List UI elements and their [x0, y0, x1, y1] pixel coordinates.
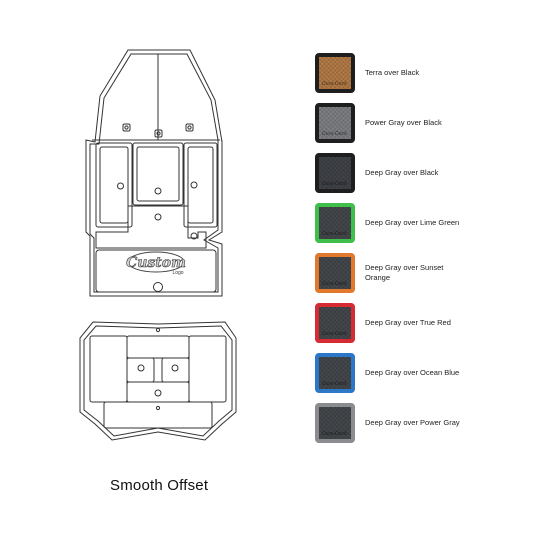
rear-pad-right-panel: [188, 335, 227, 403]
brand-mark: Dura-Deck: [322, 381, 347, 387]
front-pad-left-panel: [95, 142, 133, 228]
swatch-row: Dura-Deck Power Gray over Black: [312, 100, 527, 146]
front-pad-logo-plate: [95, 249, 217, 293]
brand-mark: Dura-Deck: [322, 81, 347, 87]
swatch-row: Dura-Deck Terra over Black: [312, 50, 527, 96]
swatch-row: Dura-Deck Deep Gray over Black: [312, 150, 527, 196]
rear-pad-bottom-panel: [103, 401, 213, 429]
brand-mark: Dura-Deck: [322, 231, 347, 237]
color-swatch: Dura-Deck: [315, 403, 355, 443]
swatch-row: Dura-Deck Deep Gray over True Red: [312, 300, 527, 346]
rear-pad-inner-line: [83, 325, 233, 437]
rear-pad-center-left-box: [126, 357, 155, 383]
swatch-row: Dura-Deck Deep Gray over Ocean Blue: [312, 350, 527, 396]
rear-pad-left-panel: [89, 335, 128, 403]
front-pad-center-panel: [132, 142, 184, 206]
rear-pad-outline: [79, 321, 237, 441]
color-swatch: Dura-Deck: [315, 203, 355, 243]
brand-mark: Dura-Deck: [322, 431, 347, 437]
brand-mark: Dura-Deck: [322, 331, 347, 337]
color-swatch: Dura-Deck: [315, 103, 355, 143]
front-pad-left-inner: [99, 146, 129, 224]
swatch-row: Dura-Deck Deep Gray over Power Gray: [312, 400, 527, 446]
front-pad-lower-panel: [95, 205, 207, 249]
brand-mark: Dura-Deck: [322, 181, 347, 187]
swatch-label: Deep Gray over Power Gray: [365, 418, 460, 427]
swatch-row: Dura-Deck Deep Gray over Lime Green: [312, 200, 527, 246]
rear-pad-center-right-box: [161, 357, 190, 383]
brand-mark: Dura-Deck: [322, 131, 347, 137]
color-swatch: Dura-Deck: [315, 353, 355, 393]
brand-mark: Dura-Deck: [322, 281, 347, 287]
swatch-label: Deep Gray over Sunset Orange: [365, 263, 444, 282]
custom-logo-text: Custom: [126, 255, 186, 271]
rear-pad-holes: [137, 327, 179, 411]
swatch-label: Deep Gray over True Red: [365, 318, 451, 327]
rear-pad-top-center-panel: [126, 335, 190, 359]
color-swatch: Dura-Deck: [315, 153, 355, 193]
front-pad-right-inner: [187, 146, 214, 224]
swatch-label: Deep Gray over Ocean Blue: [365, 368, 460, 377]
color-swatch: Dura-Deck: [315, 253, 355, 293]
front-pad-outline: [85, 49, 223, 297]
custom-logo-subtext: Logo: [172, 270, 183, 276]
swatch-label: Terra over Black: [365, 68, 420, 77]
custom-logo: Custom Logo: [126, 251, 186, 276]
swatch-label: Deep Gray over Black: [365, 168, 439, 177]
color-swatch: Dura-Deck: [315, 53, 355, 93]
front-pad-right-panel: [183, 142, 218, 228]
front-pad-center-inner: [136, 146, 180, 202]
caption: Smooth Offset: [110, 477, 209, 494]
front-pad-holes: [117, 123, 198, 292]
swatch-row: Dura-Deck Deep Gray over Sunset Orange: [312, 250, 527, 296]
rear-pad-mid-strip: [126, 381, 190, 403]
color-swatch: Dura-Deck: [315, 303, 355, 343]
swatch-label: Deep Gray over Lime Green: [365, 218, 460, 227]
swatch-label: Power Gray over Black: [365, 118, 442, 127]
